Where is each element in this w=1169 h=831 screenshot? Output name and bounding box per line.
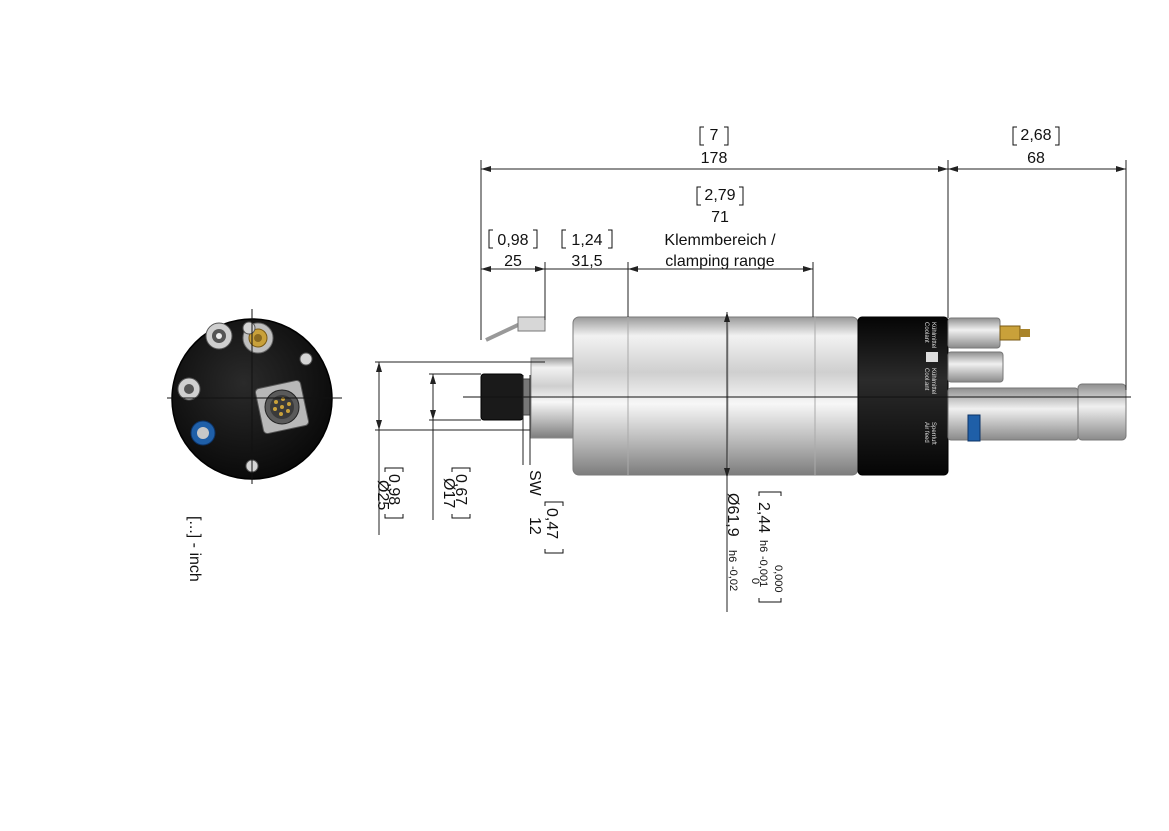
end-view (167, 309, 342, 484)
blue-port (190, 420, 216, 446)
rear-fitting-middle (947, 351, 1004, 383)
brass-fitting (999, 325, 1021, 341)
brass-tip (1020, 329, 1030, 337)
dim-offset: 1,24 31,5 (545, 229, 628, 270)
fitting-mid-left (177, 377, 201, 401)
label-coolant-in-de: Kühlmittel (930, 368, 936, 394)
rear-fitting-top (947, 317, 1001, 349)
clamping-label-1: Klemmbereich / (664, 232, 776, 249)
nose-mm: 25 (504, 253, 522, 270)
offset-mm: 31,5 (571, 253, 602, 270)
dim-nut-diameter: 0,98 Ø25 (374, 361, 545, 535)
dim-body-diameter: Ø61,9 h6 0 -0,02 2,44 h6 0,000 -0,001 (724, 312, 784, 612)
nozzle-fitting (517, 316, 546, 332)
wrench-label: SW (526, 470, 543, 497)
label-coolant-de: Kühlmittel (930, 322, 936, 348)
dim-nose: 0,98 25 (481, 229, 545, 272)
nut-diameter-mm: Ø25 (374, 480, 391, 510)
body-diameter-mm-tol-class: h6 (726, 550, 738, 562)
front-flange (530, 357, 574, 439)
clamping-inch: 2,79 (704, 187, 735, 204)
clamping-mm: 71 (711, 209, 729, 226)
dim-connector: 2,68 68 (948, 126, 1126, 172)
overall-mm: 178 (701, 150, 728, 167)
nose-inch: 0,98 (497, 232, 528, 249)
body-diameter-inch-tol-lower: -0,001 (757, 556, 769, 587)
label-coolant-in-en: Cool.ant (923, 368, 929, 391)
screw-right (299, 352, 313, 366)
overall-inch: 7 (710, 127, 719, 144)
nut-diameter-inch: 0,98 (385, 474, 402, 505)
wrench-mm: 12 (526, 517, 543, 535)
clamping-label-2: clamping range (665, 253, 775, 270)
body-diameter-mm: Ø61,9 (724, 493, 741, 537)
blue-fitting (967, 414, 981, 442)
label-airfeed-de: Sperrluft (930, 422, 936, 445)
port-marker (926, 352, 938, 362)
wrench-inch: 0,47 (543, 508, 560, 539)
connector-mm: 68 (1027, 150, 1045, 167)
label-airfeed-en: Air feed (923, 422, 929, 443)
collet-diameter-mm: Ø17 (440, 478, 457, 508)
label-coolant-en: Coolant (923, 322, 929, 343)
dim-wrench-size: SW 12 0,47 (522, 375, 564, 554)
offset-inch: 1,24 (571, 232, 602, 249)
collet-diameter-inch: 0,67 (452, 474, 469, 505)
side-view: Kühlmittel Coolant Kühlmittel Cool.ant S… (480, 316, 1127, 476)
body-diameter-mm-tol-lower: -0,02 (727, 566, 739, 591)
dim-overall: 7 178 (481, 126, 948, 172)
plug-housing (1077, 383, 1127, 441)
connector-inch: 2,68 (1020, 127, 1051, 144)
body-diameter-mm-tol-upper: 0 (749, 578, 761, 584)
electrical-connector (254, 379, 310, 435)
fitting-top-left (205, 322, 233, 350)
body-diameter-inch: 2,44 (755, 502, 772, 533)
screw-top (242, 321, 256, 335)
body-diameter-inch-tol-class: h6 (757, 540, 769, 552)
dim-collet-diameter: 0,67 Ø17 (429, 373, 481, 520)
body-diameter-inch-tol-upper: 0,000 (772, 565, 784, 593)
dim-clamping: 2,79 71 Klemmbereich / clamping range (628, 186, 813, 272)
unit-note: [...] - inch (186, 516, 203, 582)
